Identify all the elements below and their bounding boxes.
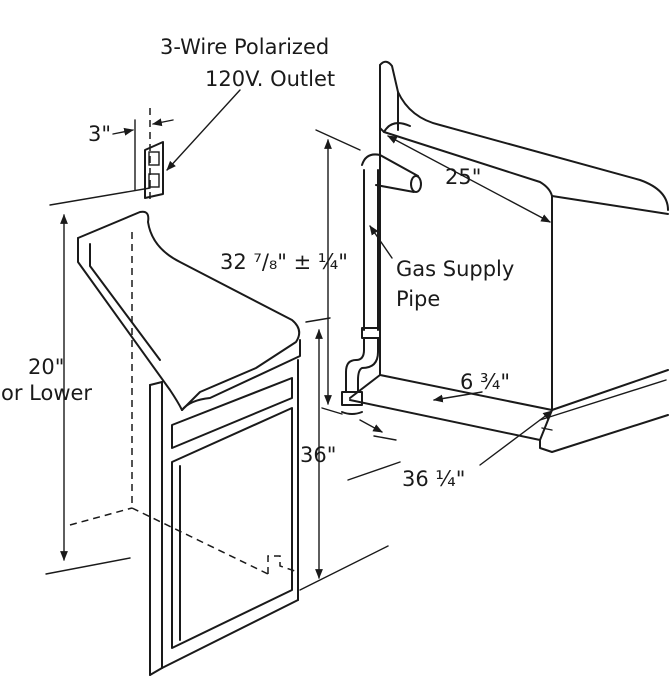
gas-supply-pipe — [341, 153, 422, 415]
outlet — [144, 141, 164, 199]
hidden-lines — [69, 108, 299, 575]
opening-width-label: 36 ¼" — [402, 467, 465, 491]
outlet-label-line2: 120V. Outlet — [205, 67, 335, 91]
gas-supply-label-line2: Pipe — [396, 287, 440, 311]
cabinet-top-note-label: or Lower — [1, 381, 92, 405]
gas-supply-label-line1: Gas Supply — [396, 257, 514, 281]
outlet-label-line1: 3-Wire Polarized — [160, 35, 329, 59]
cabinet-top-height-label: 20" — [28, 355, 64, 379]
pipe-height-label: 32 ⁷/₈" ± ¼" — [220, 250, 348, 274]
outlet-offset-label: 3" — [88, 122, 111, 146]
pipe-offset-label: 6 ¾" — [460, 370, 510, 394]
cabinet — [149, 359, 299, 676]
countertop — [77, 210, 301, 411]
dimension-lines — [45, 89, 667, 591]
range-depth-label: 25" — [445, 165, 481, 189]
counter-height-label: 36" — [300, 443, 336, 467]
